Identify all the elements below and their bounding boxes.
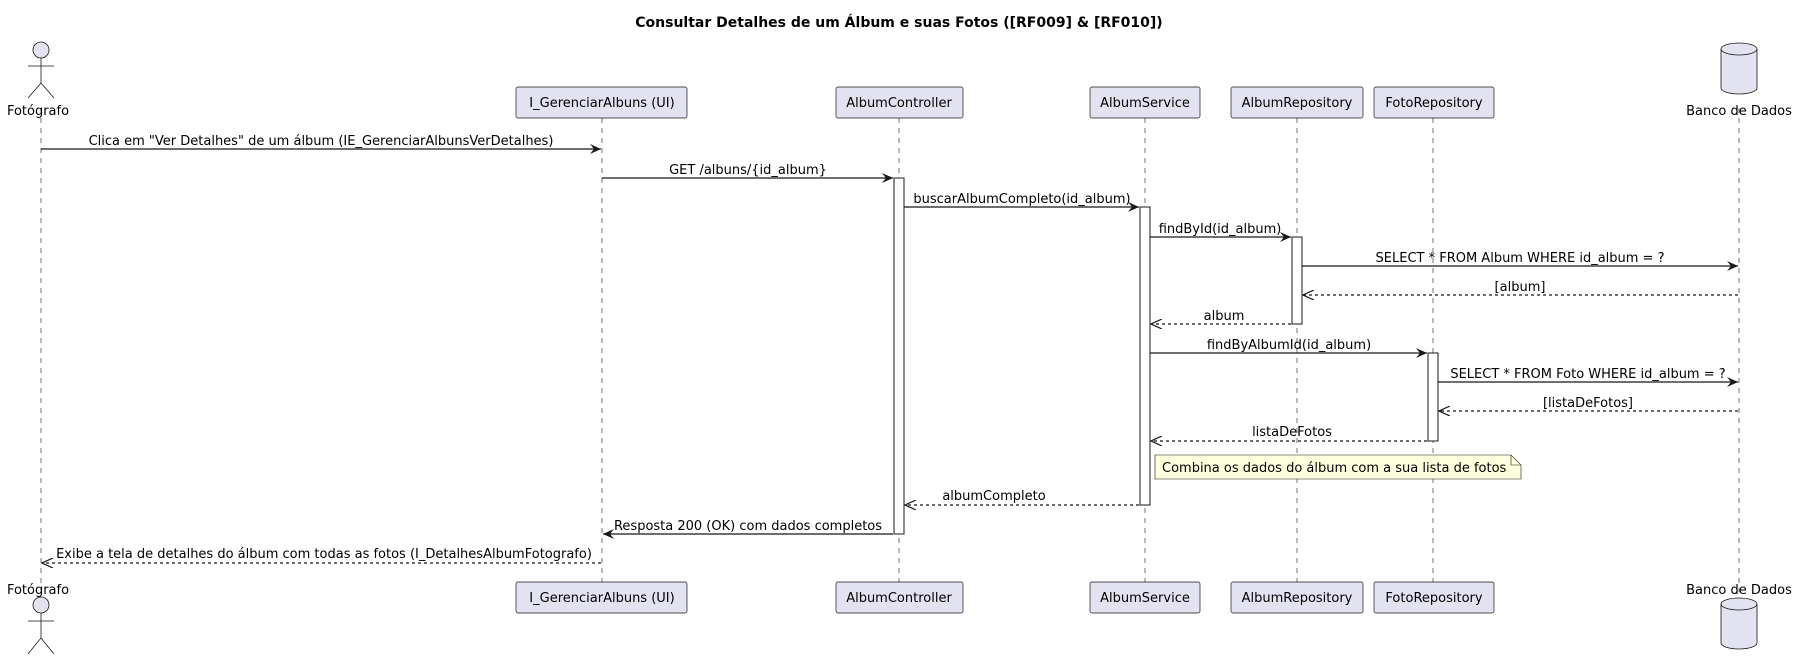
diagram-title: Consultar Detalhes de um Álbum e suas Fo… xyxy=(635,14,1162,31)
message-label-12: albumCompleto xyxy=(942,489,1045,504)
participant-service-label-bottom: AlbumService xyxy=(1100,591,1190,606)
message-label-13: Resposta 200 (OK) com dados completos xyxy=(614,519,882,534)
participant-controller-label-top: AlbumController xyxy=(846,96,952,111)
participant-album-repo-top xyxy=(1230,86,1364,119)
participant-db-label-top: Banco de Dados xyxy=(1686,104,1792,119)
participant-fotografo-label-top: Fotógrafo xyxy=(7,104,69,119)
activation-foto-repo xyxy=(1427,352,1439,442)
actor-fotografo-bottom xyxy=(27,596,55,655)
participant-ui-top xyxy=(515,86,688,119)
message-label-7: album xyxy=(1204,309,1245,324)
participant-foto-repo-label-bottom: FotoRepository xyxy=(1385,591,1482,606)
message-label-5: SELECT * FROM Album WHERE id_album = ? xyxy=(1376,251,1665,266)
message-label-1: Clica em "Ver Detalhes" de um álbum (IE_… xyxy=(89,134,554,149)
participant-service-label-top: AlbumService xyxy=(1100,96,1190,111)
message-label-2: GET /albuns/{id_album} xyxy=(669,163,827,178)
participant-foto-repo-bottom xyxy=(1373,581,1495,614)
note-box xyxy=(1154,454,1522,480)
message-label-8: findByAlbumId(id_album) xyxy=(1207,338,1371,353)
message-label-4: findById(id_album) xyxy=(1159,222,1282,237)
activation-controller xyxy=(893,177,905,535)
participant-service-top xyxy=(1089,86,1201,119)
participant-album-repo-label-bottom: AlbumRepository xyxy=(1242,591,1353,606)
participant-controller-bottom xyxy=(835,581,964,614)
message-label-10: [listaDeFotos] xyxy=(1543,396,1633,411)
participant-ui-bottom xyxy=(515,581,688,614)
activation-album-repo xyxy=(1291,236,1303,325)
participant-album-repo-bottom xyxy=(1230,581,1364,614)
message-label-3: buscarAlbumCompleto(id_album) xyxy=(913,192,1130,207)
participant-controller-label-bottom: AlbumController xyxy=(846,591,952,606)
database-icon-bottom xyxy=(1720,597,1758,650)
participant-fotografo-label-bottom: Fotógrafo xyxy=(7,583,69,598)
message-label-6: [album] xyxy=(1495,280,1546,295)
database-icon-top xyxy=(1720,42,1758,95)
message-label-14: Exibe a tela de detalhes do álbum com to… xyxy=(56,547,592,562)
participant-ui-label-top: I_GerenciarAlbuns (UI) xyxy=(529,96,674,111)
participant-controller-top xyxy=(835,86,964,119)
participant-album-repo-label-top: AlbumRepository xyxy=(1242,96,1353,111)
participant-foto-repo-top xyxy=(1373,86,1495,119)
participant-db-label-bottom: Banco de Dados xyxy=(1686,583,1792,598)
participant-service-bottom xyxy=(1089,581,1201,614)
message-label-9: SELECT * FROM Foto WHERE id_album = ? xyxy=(1450,367,1725,382)
participant-ui-label-bottom: I_GerenciarAlbuns (UI) xyxy=(529,591,674,606)
participant-foto-repo-label-top: FotoRepository xyxy=(1385,96,1482,111)
note-text: Combina os dados do álbum com a sua list… xyxy=(1162,461,1507,476)
message-label-11: listaDeFotos xyxy=(1252,425,1332,440)
actor-fotografo-top xyxy=(27,41,55,99)
activation-service xyxy=(1139,206,1151,506)
